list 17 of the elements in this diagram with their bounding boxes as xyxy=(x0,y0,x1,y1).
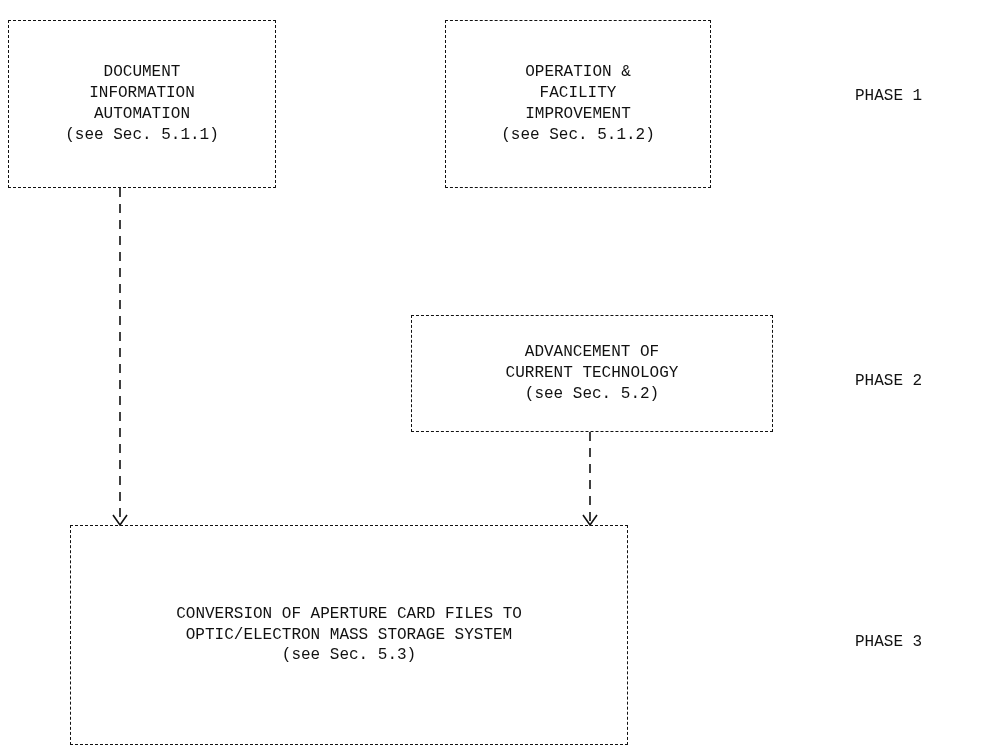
dashed-arrow xyxy=(582,431,598,526)
process-box xyxy=(411,315,773,432)
box-title: DOCUMENT INFORMATION AUTOMATION xyxy=(88,62,196,125)
section-reference: (see Sec. 5.2) xyxy=(524,383,660,405)
box-title: ADVANCEMENT OF CURRENT TECHNOLOGY xyxy=(505,342,679,384)
box-title: OPERATION & FACILITY IMPROVEMENT xyxy=(524,62,632,125)
process-box xyxy=(70,525,628,745)
process-box xyxy=(445,20,711,188)
section-reference: (see Sec. 5.3) xyxy=(281,645,417,667)
phase-label: PHASE 1 xyxy=(855,86,923,107)
section-reference: (see Sec. 5.1.2) xyxy=(501,124,655,146)
dashed-arrow xyxy=(112,187,128,526)
process-box xyxy=(8,20,276,188)
phase-label: PHASE 3 xyxy=(855,632,923,653)
box-title: CONVERSION OF APERTURE CARD FILES TO OPTIC/ELECTRON MASS STORAGE SYSTEM xyxy=(175,603,523,646)
phase-label: PHASE 2 xyxy=(855,371,923,392)
section-reference: (see Sec. 5.1.1) xyxy=(65,124,219,146)
